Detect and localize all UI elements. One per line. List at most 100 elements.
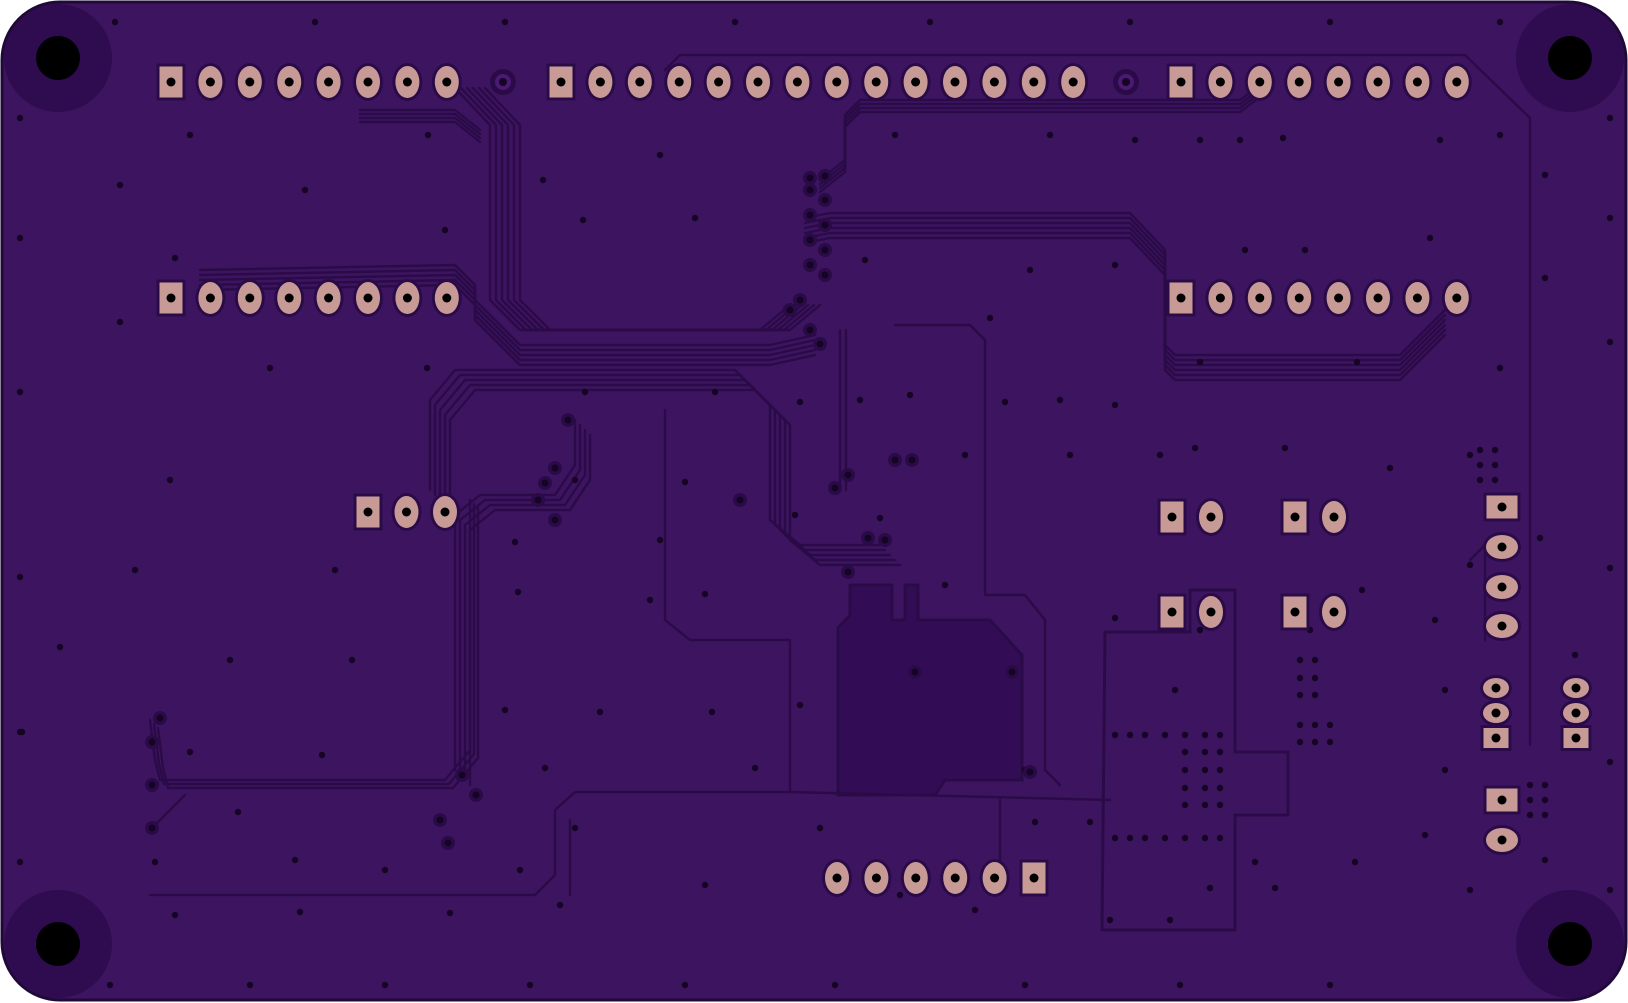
via-icon (1141, 731, 1149, 739)
via-icon (551, 516, 559, 524)
square-pad-icon (1560, 725, 1592, 751)
via-icon (1541, 781, 1549, 789)
via-icon (1181, 784, 1189, 792)
via-icon (1491, 461, 1499, 469)
mounting-hole-icon (1516, 4, 1624, 112)
via-icon (681, 981, 689, 989)
via-icon (656, 151, 664, 159)
via-icon (1126, 18, 1134, 26)
via-icon (116, 318, 124, 326)
via-icon (458, 771, 466, 779)
via-icon (1466, 886, 1474, 894)
via-icon (1353, 358, 1361, 366)
via-icon (301, 186, 309, 194)
via-icon (701, 590, 709, 598)
trace-bus-topright (818, 91, 1262, 190)
via-icon (1496, 364, 1504, 372)
via-icon (731, 18, 739, 26)
round-pad-icon (313, 63, 344, 101)
via-icon (691, 214, 699, 222)
round-pad-icon (1441, 279, 1472, 317)
via-icon (16, 573, 24, 581)
round-pad-icon (392, 279, 423, 317)
round-pad-icon (1560, 700, 1592, 726)
via-icon (1491, 476, 1499, 484)
via-icon (891, 456, 899, 464)
trace-bus-left (459, 86, 798, 332)
square-pad-icon (156, 63, 186, 101)
via-icon (1271, 884, 1279, 892)
round-pad-icon (1483, 532, 1521, 562)
via-icon (1166, 916, 1174, 924)
round-pad-icon (1205, 63, 1236, 101)
mounting-hole-icon (1516, 890, 1624, 998)
via-icon (1296, 656, 1304, 664)
via-icon (331, 566, 339, 574)
round-pad-icon (940, 859, 971, 897)
via-icon (821, 196, 829, 204)
via-icon (446, 909, 454, 917)
round-pad-icon (1441, 63, 1472, 101)
via-icon (541, 764, 549, 772)
trace-bus-top (358, 112, 482, 136)
via-icon (806, 186, 814, 194)
via-icon (816, 824, 824, 832)
via-icon (1311, 691, 1319, 699)
round-pad-icon (1402, 63, 1433, 101)
trace-bus-topright (818, 95, 1262, 194)
via-icon (1026, 768, 1034, 776)
via-icon (1476, 476, 1484, 484)
via-icon (541, 479, 549, 487)
via-icon (1216, 784, 1224, 792)
round-pad-icon (1319, 593, 1349, 631)
pour-outline-right (1100, 588, 1290, 932)
via-icon (1106, 916, 1114, 924)
via-icon (318, 751, 326, 759)
round-pad-icon (1483, 825, 1521, 855)
trace-right-loop (893, 323, 1062, 787)
round-pad-icon (1483, 611, 1521, 641)
via-icon (941, 581, 949, 589)
round-pad-icon (430, 493, 460, 531)
via-icon (831, 484, 839, 492)
via-icon (1201, 731, 1209, 739)
via-icon (796, 701, 804, 709)
trace-bus-top (358, 116, 482, 140)
via-icon (1181, 731, 1189, 739)
via-icon (1201, 748, 1209, 756)
via-icon (1541, 811, 1549, 819)
via-icon (596, 708, 604, 716)
square-pad-icon (1480, 725, 1512, 751)
trace-long-top (663, 53, 1532, 747)
round-pad-icon (274, 63, 305, 101)
round-pad-icon (1018, 63, 1049, 101)
via-icon (501, 18, 509, 26)
via-icon (1201, 801, 1209, 809)
round-pad-icon (195, 279, 226, 317)
via-icon (1196, 136, 1204, 144)
via-icon (1311, 656, 1319, 664)
via-icon (844, 568, 852, 576)
via-icon (1201, 784, 1209, 792)
via-icon (1181, 801, 1189, 809)
via-icon (1181, 766, 1189, 774)
round-pad-icon (234, 279, 265, 317)
via-icon (116, 181, 124, 189)
via-icon (511, 538, 519, 546)
via-icon (564, 416, 572, 424)
via-icon (1431, 616, 1439, 624)
via-icon (806, 211, 814, 219)
via-icon (1296, 674, 1304, 682)
via-icon (816, 340, 824, 348)
via-icon (148, 738, 156, 746)
via-icon (444, 839, 452, 847)
round-pad-icon (1244, 63, 1275, 101)
via-icon (1496, 18, 1504, 26)
trace-bus-left (471, 86, 810, 332)
trace-bus-lower (463, 428, 587, 782)
vias (16, 18, 1614, 989)
via-icon (1216, 748, 1224, 756)
via-icon (534, 496, 542, 504)
via-icon (856, 396, 864, 404)
via-icon (656, 536, 664, 544)
